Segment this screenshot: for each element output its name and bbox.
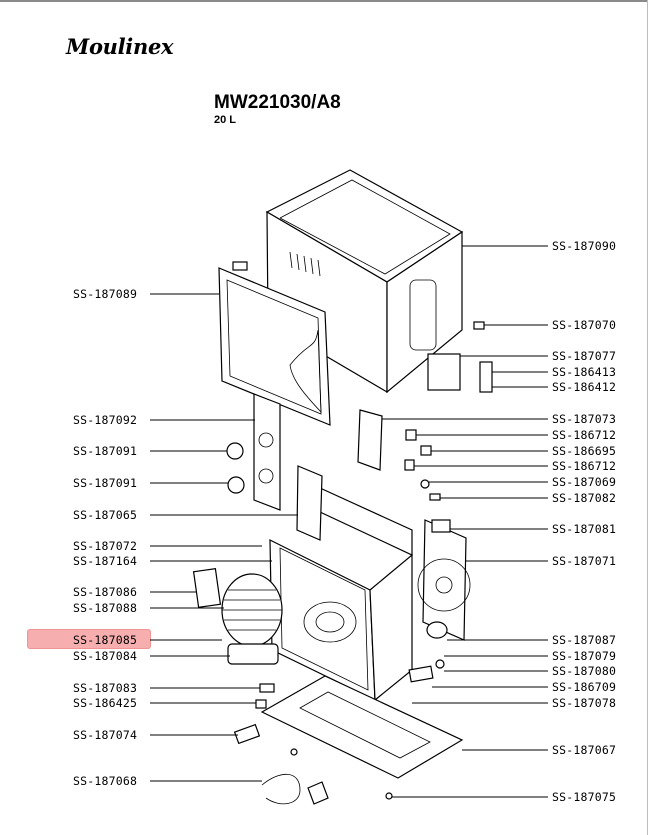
capacity-label: 20 L [214, 114, 237, 126]
part-label-left-9[interactable]: SS-187088 [73, 601, 138, 615]
part-label-right-19[interactable]: SS-187067 [552, 743, 617, 757]
part-label-left-2[interactable]: SS-187092 [73, 413, 138, 427]
selected-part-highlight [27, 629, 151, 649]
part-label-right-1[interactable]: SS-187090 [552, 239, 617, 253]
part-label-left-10-selected[interactable]: SS-187085 [73, 633, 138, 647]
magnetron-drawing [192, 567, 283, 665]
part-label-right-20[interactable]: SS-187075 [552, 790, 617, 804]
part-label-left-1[interactable]: SS-187089 [73, 287, 138, 301]
model-number: MW221030/A8 [214, 92, 341, 113]
part-label-left-8[interactable]: SS-187086 [73, 585, 138, 599]
part-label-left-6[interactable]: SS-187072 [73, 539, 138, 553]
top-border [0, 0, 648, 2]
brand-logo: Moulinex [66, 34, 174, 59]
part-label-right-2[interactable]: SS-187070 [552, 318, 617, 332]
control-panel-drawing [226, 393, 281, 511]
part-label-right-18[interactable]: SS-187078 [552, 696, 617, 710]
base-plate-drawing [233, 675, 464, 805]
part-label-right-9[interactable]: SS-186712 [552, 459, 617, 473]
part-label-left-11[interactable]: SS-187084 [73, 649, 138, 663]
part-label-left-15[interactable]: SS-187068 [73, 774, 138, 788]
part-label-left-3[interactable]: SS-187091 [73, 444, 138, 458]
part-label-left-4[interactable]: SS-187091 [73, 476, 138, 490]
part-label-right-4[interactable]: SS-186413 [552, 365, 617, 379]
part-label-right-5[interactable]: SS-186412 [552, 380, 617, 394]
part-label-right-3[interactable]: SS-187077 [552, 349, 617, 363]
fan-assembly-drawing [417, 353, 493, 641]
part-label-right-12[interactable]: SS-187081 [552, 522, 617, 536]
part-label-right-15[interactable]: SS-187079 [552, 649, 617, 663]
part-label-right-6[interactable]: SS-187073 [552, 412, 617, 426]
cavity-drawing [269, 409, 413, 702]
door-drawing [218, 261, 331, 426]
part-label-right-10[interactable]: SS-187069 [552, 475, 617, 489]
part-label-right-14[interactable]: SS-187087 [552, 633, 617, 647]
part-label-left-13[interactable]: SS-186425 [73, 696, 138, 710]
part-label-right-13[interactable]: SS-187071 [552, 554, 617, 568]
outer-casing-drawing [265, 169, 464, 394]
part-label-right-16[interactable]: SS-187080 [552, 664, 617, 678]
left-leader-lines [150, 293, 298, 782]
part-label-right-17[interactable]: SS-186709 [552, 680, 617, 694]
part-label-left-14[interactable]: SS-187074 [73, 728, 138, 742]
part-label-right-11[interactable]: SS-187082 [552, 491, 617, 505]
part-label-left-12[interactable]: SS-187083 [73, 681, 138, 695]
right-leader-lines [382, 245, 548, 798]
part-label-right-7[interactable]: SS-186712 [552, 428, 617, 442]
part-label-right-8[interactable]: SS-186695 [552, 444, 617, 458]
part-label-left-5[interactable]: SS-187065 [73, 508, 138, 522]
part-label-left-7[interactable]: SS-187164 [73, 554, 138, 568]
